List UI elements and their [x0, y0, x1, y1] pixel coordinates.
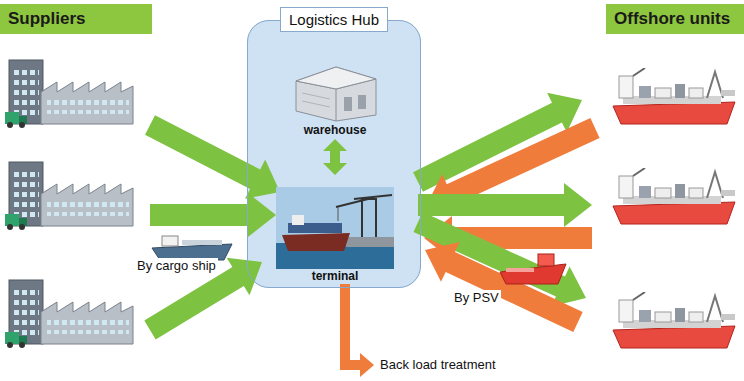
hub-box: Logistics Hubwarehouseterminal [247, 20, 421, 288]
node-text: Offshore units [614, 9, 730, 29]
flow-arrows [144, 93, 599, 377]
header-band: Offshore units [606, 4, 744, 34]
offshore-vessel [613, 292, 735, 348]
offshore-vessel [613, 168, 735, 224]
factory-icon [5, 60, 133, 128]
node-text: warehouse [302, 123, 369, 137]
cargo-ship [152, 236, 232, 260]
backload-arrow [340, 284, 350, 370]
flow-arrow [414, 212, 587, 307]
terminal-node: terminal [274, 177, 396, 283]
flow-arrow [413, 93, 582, 192]
hub-ground [247, 20, 421, 288]
warehouse-node: warehouse [285, 49, 385, 137]
double-arrow-connector [323, 139, 347, 175]
flow-arrow [145, 115, 280, 199]
node-text: Suppliers [8, 9, 85, 29]
annotation-label: By cargo ship [135, 258, 218, 273]
flow-arrow [424, 216, 592, 260]
psv-ship [500, 254, 566, 284]
node-text: terminal [310, 269, 361, 283]
annotation-label: Back load treatment [378, 357, 498, 372]
node-text: Logistics Hub [280, 7, 388, 32]
factory-icon [5, 162, 133, 230]
annotation-label: By PSV [452, 290, 501, 305]
flow-arrow [425, 242, 583, 332]
header-band: Suppliers [0, 4, 152, 34]
flow-arrow [426, 118, 600, 214]
flow-arrow [144, 258, 262, 340]
flow-arrow [150, 193, 276, 237]
backload-arrow [340, 353, 374, 377]
flow-arrow [418, 183, 592, 227]
terminal-picture [276, 187, 394, 269]
factory-icon [5, 280, 133, 348]
warehouse-picture [290, 59, 380, 123]
offshore-vessel [613, 68, 735, 124]
